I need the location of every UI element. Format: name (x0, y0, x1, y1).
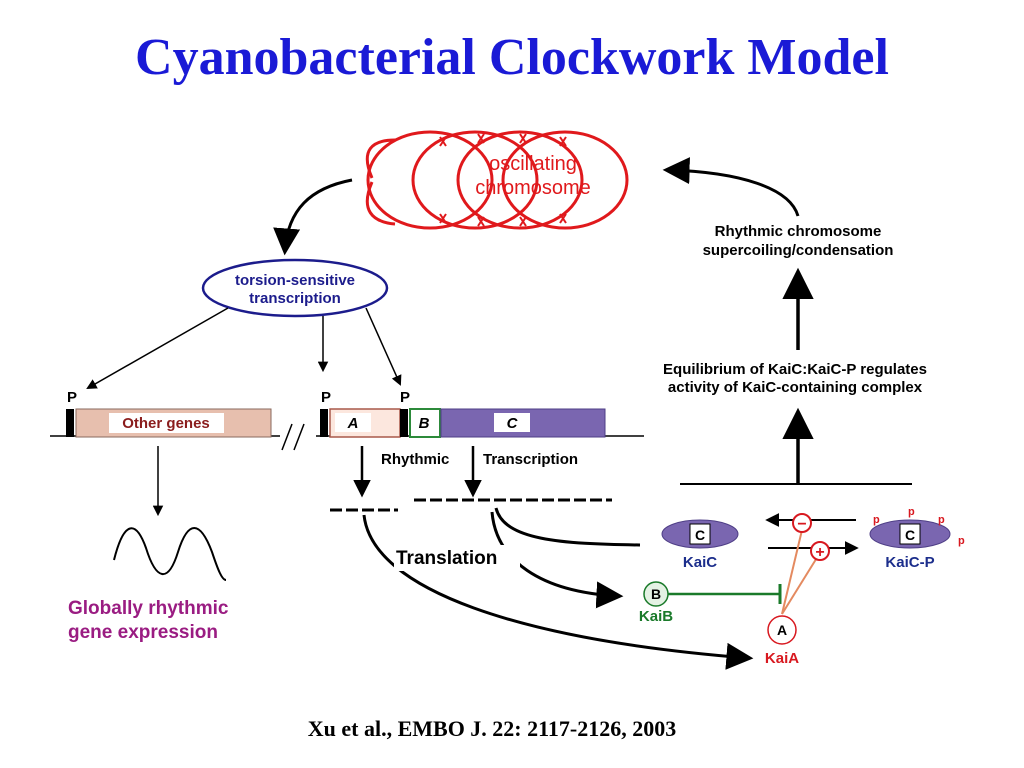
kaia-protein: A (767, 615, 797, 645)
global-expression-line2: gene expression (68, 622, 218, 643)
slide-title: Cyanobacterial Clockwork Model (135, 29, 889, 86)
other-genes-label-bg (109, 413, 224, 433)
kaic-label: KaiC (683, 554, 717, 571)
gene-c-label-bg (494, 413, 530, 432)
equilibrium-line1: Equilibrium of KaiC:KaiC-P regulates (663, 361, 927, 378)
gene-a-label: A (347, 415, 359, 432)
phospho-mark: p (958, 535, 965, 547)
equilibrium-line2: activity of KaiC-containing complex (668, 379, 923, 396)
kaic-p-label: KaiC-P (885, 554, 934, 571)
global-expression-line1: Globally rhythmic (68, 598, 229, 619)
svg-text:+: + (815, 544, 824, 561)
torsion-label-line2: transcription (249, 290, 341, 307)
svg-text:B: B (651, 586, 661, 602)
translation-label: Translation (396, 548, 497, 569)
translation-label-bg (394, 545, 520, 571)
promoter-p-kaia: P (321, 389, 331, 406)
kaic-translation-curve (494, 507, 641, 547)
kaic-protein: C (661, 519, 739, 549)
promoter-p-other: P (67, 389, 77, 406)
break-mark-1 (281, 423, 293, 451)
phospho-mark: p (938, 514, 945, 526)
minus-regulation-icon: − (792, 513, 812, 533)
supercoiling-line1: Rhythmic chromosome (715, 223, 882, 240)
gene-a-label-bg (335, 413, 371, 432)
other-genes-label: Other genes (122, 415, 210, 432)
chromosome-label-line2: chromosome (475, 177, 591, 199)
gene-c-label: C (507, 415, 519, 432)
rhythmic-label: Rhythmic (381, 451, 449, 468)
break-mark-2 (293, 423, 305, 451)
promoter-kaibc (400, 409, 408, 437)
kaia-label: KaiA (765, 650, 799, 667)
phospho-mark: p (908, 506, 915, 518)
plus-regulation-icon: + (810, 541, 830, 561)
svg-text:C: C (695, 527, 705, 543)
chromosome-label-line1: oscillating (489, 153, 577, 175)
citation: Xu et al., EMBO J. 22: 2117-2126, 2003 (307, 716, 677, 741)
torsion-to-other-arrow (86, 307, 229, 390)
sine-wave-icon (113, 527, 227, 581)
kaia-regulation-line-minus (781, 529, 803, 615)
oscillating-chromosome: oscillating chromosome (365, 130, 629, 230)
svg-text:C: C (905, 527, 915, 543)
supercoiling-line2: supercoiling/condensation (703, 242, 894, 259)
phospho-mark: p (873, 514, 880, 526)
promoter-other (66, 409, 74, 437)
kaic-p-protein: C p p p p (869, 506, 965, 549)
transcription-label: Transcription (483, 451, 578, 468)
torsion-label-line1: torsion-sensitive (235, 272, 355, 289)
supercoiling-to-chromosome-arrow (662, 157, 800, 217)
gene-b-label: B (419, 415, 430, 432)
chromosome-to-torsion-arrow (273, 178, 353, 256)
promoter-kaia (320, 409, 328, 437)
svg-text:A: A (777, 622, 787, 638)
gene-b-box (409, 408, 441, 438)
torsion-transcription: torsion-sensitive transcription (201, 258, 389, 318)
svg-text:−: − (797, 516, 806, 533)
kaia-regulation-line-plus (781, 555, 819, 615)
kaib-translation-arrow (490, 511, 624, 609)
torsion-to-kaibc-arrow (365, 307, 402, 386)
promoter-p-kaibc: P (400, 389, 410, 406)
kaia-translation-arrow (362, 514, 754, 670)
kaib-label: KaiB (639, 608, 673, 625)
kaib-protein: B (643, 581, 669, 607)
